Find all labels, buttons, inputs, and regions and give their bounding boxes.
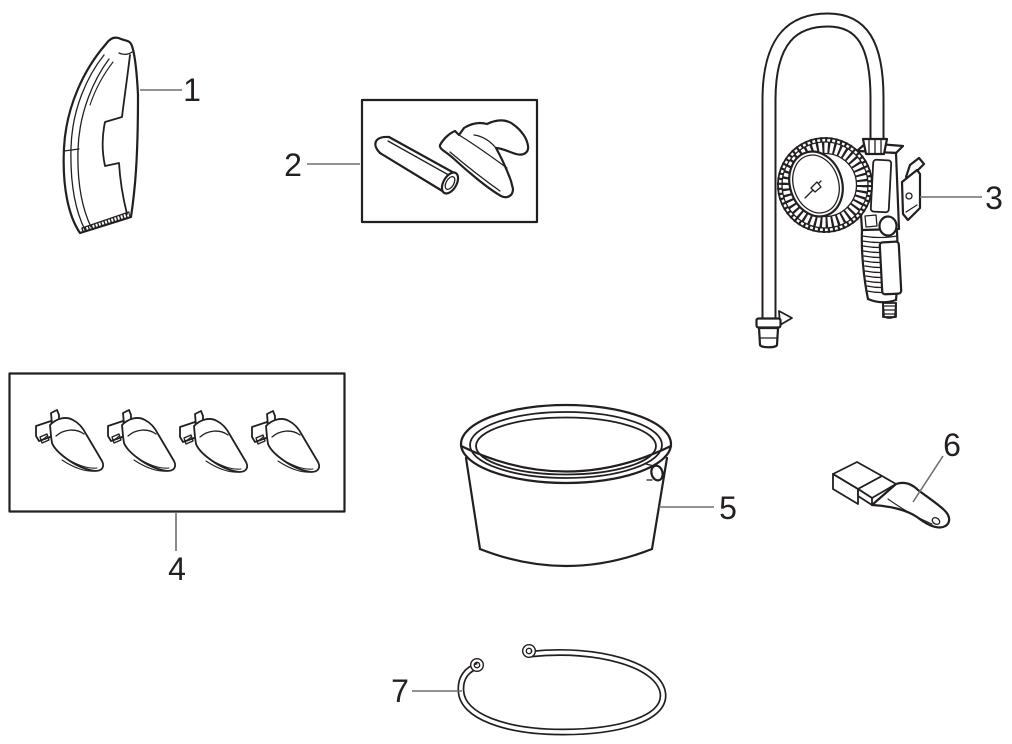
callout-4: 4 — [168, 512, 186, 587]
callout-7: 7 — [391, 673, 462, 709]
part-3-barrel-grip — [860, 215, 903, 304]
callout-label-4: 4 — [168, 551, 186, 587]
callout-3: 3 — [920, 180, 1003, 216]
part-4-protector-clips-box — [8, 372, 346, 513]
bucket-rim-peg — [645, 463, 664, 482]
part-3-tire-inflator — [755, 12, 926, 349]
callout-label-5: 5 — [719, 490, 737, 526]
callout-2: 2 — [284, 147, 360, 183]
part-6-paste-brush — [832, 461, 951, 529]
protector-clip-1 — [35, 409, 105, 473]
callout-label-7: 7 — [391, 673, 409, 709]
part-3-pressure-gauge — [777, 137, 873, 233]
protector-clip-4 — [251, 410, 321, 474]
callout-label-3: 3 — [985, 180, 1003, 216]
protector-clip-3 — [179, 410, 249, 474]
part-4-frame — [8, 372, 346, 513]
callout-6: 6 — [912, 427, 961, 503]
callout-label-1: 1 — [183, 72, 201, 108]
part-5-paste-bucket — [459, 403, 673, 568]
gauge-needle — [804, 180, 822, 199]
part-1-protector-shield — [62, 36, 140, 235]
protector-clip-2 — [107, 409, 177, 473]
leader-line-6 — [912, 455, 944, 503]
part-7-retaining-ring — [457, 644, 667, 736]
part-3-trigger-lever — [900, 156, 926, 222]
part-2-frame — [360, 98, 539, 224]
part-2-mounting-clip — [438, 119, 530, 199]
part-2-tube — [374, 135, 460, 195]
callout-1: 1 — [140, 72, 201, 108]
callout-label-2: 2 — [284, 147, 302, 183]
callout-label-6: 6 — [943, 427, 961, 463]
part-3-nipple-fitting — [882, 302, 897, 319]
callout-5: 5 — [659, 490, 737, 526]
part-3-air-chuck — [755, 310, 793, 349]
part-3-hose — [761, 12, 885, 333]
part-2-valve-tool-box — [360, 98, 539, 224]
